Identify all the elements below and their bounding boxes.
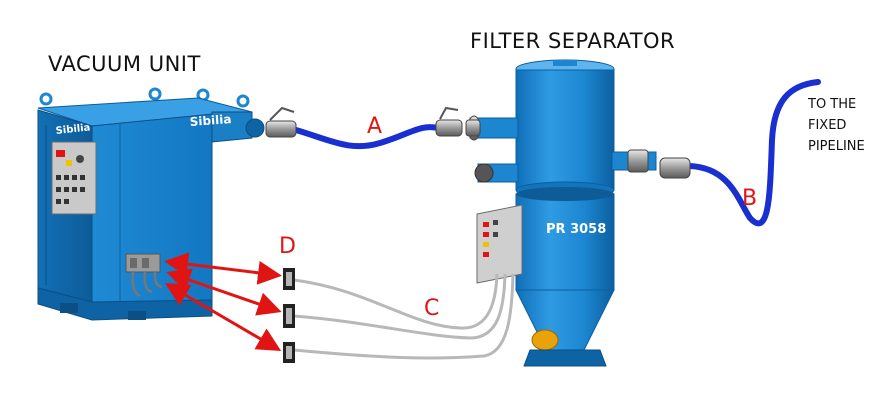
vacuum-socket-block — [125, 253, 163, 298]
coupling-left-a — [265, 106, 297, 138]
connector-1 — [283, 268, 295, 290]
pipeline-note-line-1: TO THE — [808, 97, 857, 112]
pipeline-note: TO THE FIXED PIPELINE — [808, 94, 865, 157]
connector-2 — [283, 304, 295, 328]
label-cables-c: C — [424, 296, 440, 321]
coupling-right-a — [435, 106, 463, 137]
model-number: PR 3058 — [546, 222, 606, 237]
hose-b — [659, 79, 821, 227]
vacuum-control-panel — [51, 141, 97, 215]
connectors-d — [283, 268, 295, 363]
label-hose-b: B — [742, 186, 758, 211]
brand-logo-left: Sibilia — [55, 122, 91, 137]
pipeline-note-line-3: PIPELINE — [808, 139, 865, 154]
filter-control-cabinet — [476, 204, 523, 284]
connection-arrows — [164, 252, 282, 352]
cables-c — [293, 273, 515, 360]
coupling-b — [659, 157, 691, 179]
filter-separator-title: FILTER SEPARATOR — [470, 29, 676, 53]
vacuum-unit-title: VACUUM UNIT — [48, 52, 201, 76]
hose-a — [265, 106, 463, 150]
label-hose-a: A — [367, 114, 383, 139]
connector-3 — [283, 342, 295, 363]
vacuum-unit: Sibilia Sibilia — [37, 87, 265, 321]
pipeline-note-line-2: FIXED — [808, 118, 847, 133]
arrow-3 — [164, 282, 282, 352]
brand-logo-right: Sibilia — [189, 112, 232, 129]
filter-separator: PR 3058 — [465, 59, 657, 367]
label-connectors-d: D — [279, 234, 296, 259]
